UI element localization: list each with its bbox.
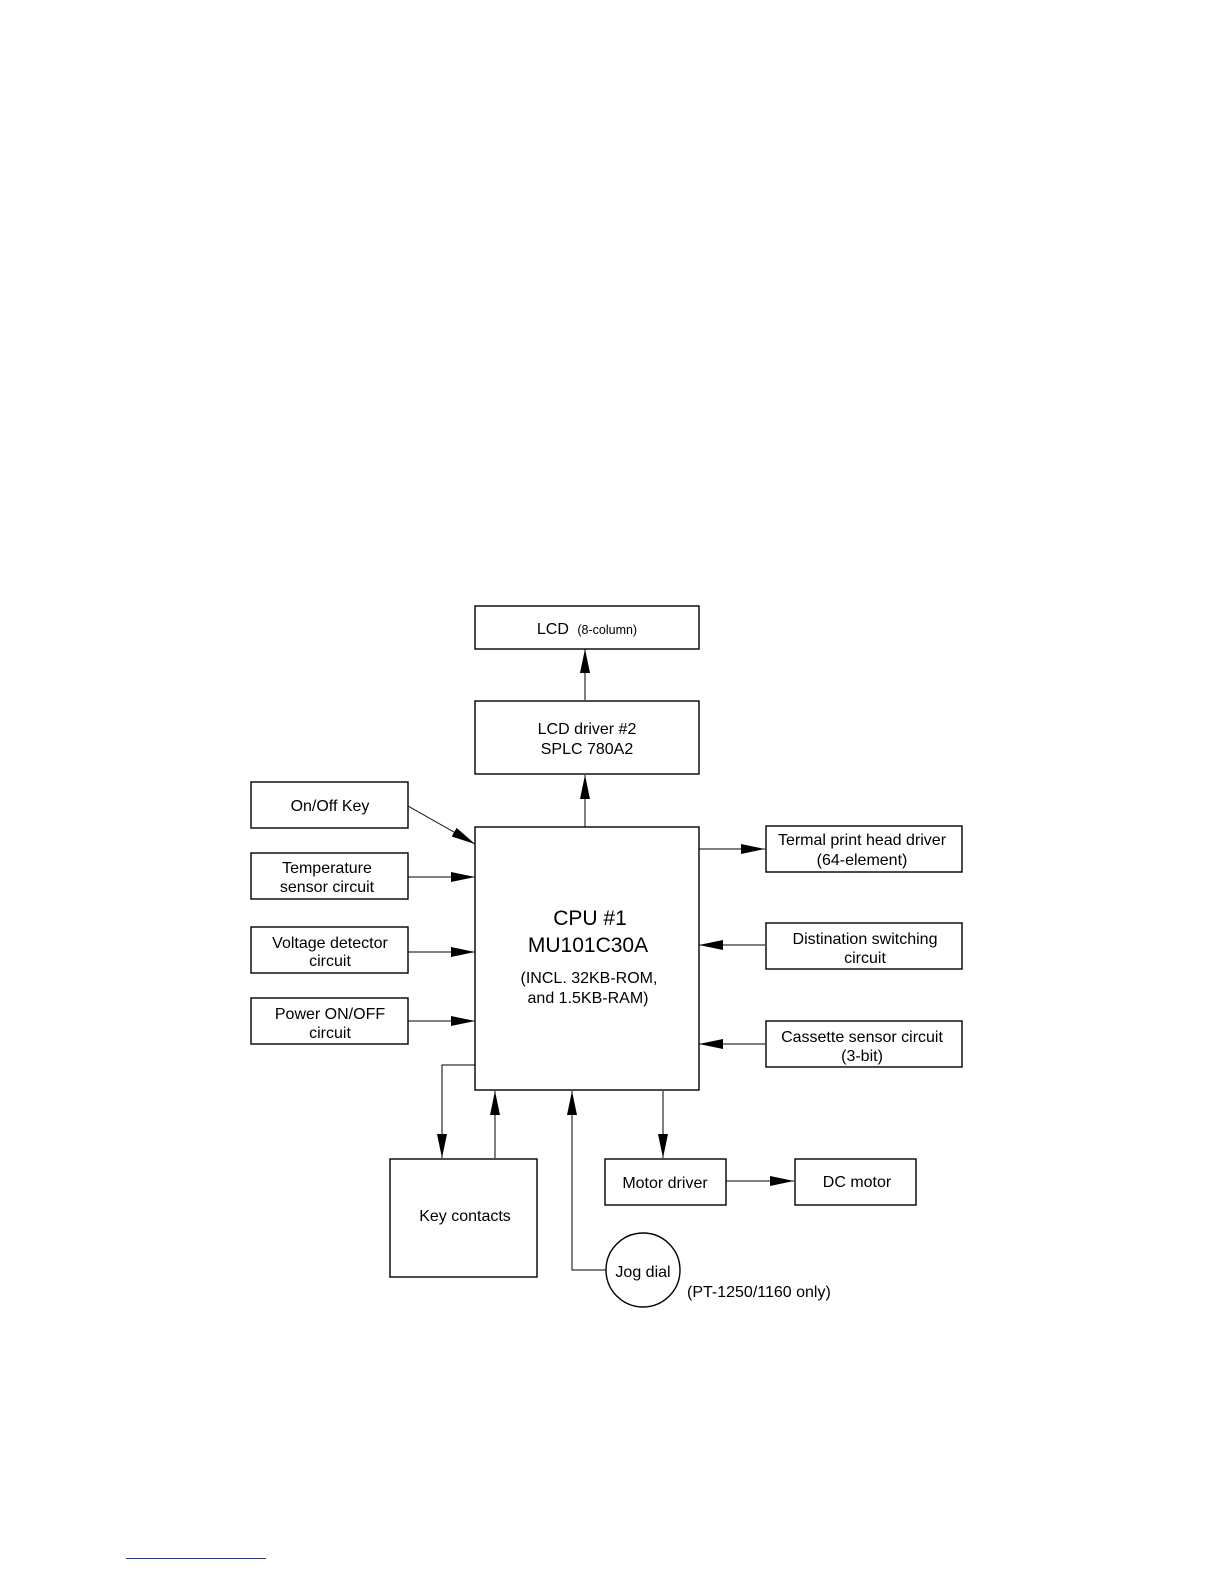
block-cpu: CPU #1 MU101C30A (INCL. 32KB-ROM, and 1.… [474, 826, 700, 1091]
block-dc-motor: DC motor [794, 1158, 917, 1206]
block-voltage-detector: Voltage detector circuit [250, 926, 409, 974]
lcd-label: LCD [537, 621, 569, 638]
voltage-line2: circuit [309, 953, 351, 970]
footer-rule [126, 1558, 266, 1559]
thermal-line1: Termal print head driver [778, 832, 947, 849]
svg-text:LCD (8-column): LCD (8-column) [537, 621, 637, 638]
dc-motor-label: DC motor [823, 1174, 892, 1191]
block-key-contacts: Key contacts [389, 1158, 538, 1278]
block-cassette-sensor: Cassette sensor circuit (3-bit) [765, 1020, 963, 1068]
motor-driver-label: Motor driver [622, 1175, 708, 1192]
jog-dial-note: (PT-1250/1160 only) [687, 1284, 831, 1301]
wire-onoff-key-to-cpu [407, 805, 476, 845]
onoff-key-label: On/Off Key [291, 798, 370, 815]
block-motor-driver: Motor driver [604, 1158, 727, 1206]
wire-jog-dial-to-cpu [567, 1091, 606, 1271]
block-thermal-print-head-driver: Termal print head driver (64-element) [765, 825, 963, 873]
cassette-line1: Cassette sensor circuit [781, 1029, 943, 1046]
lcd-note: (8-column) [577, 623, 637, 637]
power-line1: Power ON/OFF [275, 1006, 385, 1023]
block-lcd-driver: LCD driver #2 SPLC 780A2 [474, 700, 700, 775]
cpu-line2: MU101C30A [528, 934, 648, 957]
block-onoff-key: On/Off Key [250, 781, 409, 829]
key-contacts-label: Key contacts [419, 1208, 511, 1225]
block-lcd: LCD (8-column) [474, 605, 700, 650]
cpu-line1: CPU #1 [553, 907, 627, 930]
cassette-line2: (3-bit) [841, 1048, 883, 1065]
jog-dial-label: Jog dial [615, 1264, 670, 1281]
lcd-driver-line2: SPLC 780A2 [541, 741, 634, 758]
temperature-line1: Temperature [282, 860, 372, 877]
destination-line1: Distination switching [793, 931, 938, 948]
block-jog-dial: Jog dial (PT-1250/1160 only) [605, 1232, 831, 1308]
cpu-line4: and 1.5KB-RAM) [528, 990, 649, 1007]
cpu-line3: (INCL. 32KB-ROM, [521, 970, 658, 987]
thermal-line2: (64-element) [817, 852, 908, 869]
power-line2: circuit [309, 1025, 351, 1042]
destination-line2: circuit [844, 950, 886, 967]
temperature-line2: sensor circuit [280, 879, 375, 896]
lcd-driver-line1: LCD driver #2 [538, 721, 637, 738]
block-destination-switching: Distination switching circuit [765, 922, 963, 970]
wire-cpu-to-key-contacts [437, 1064, 475, 1158]
connections [407, 649, 794, 1271]
voltage-line1: Voltage detector [272, 935, 388, 952]
block-temperature-sensor: Temperature sensor circuit [250, 852, 409, 900]
block-power-onoff: Power ON/OFF circuit [250, 997, 409, 1045]
